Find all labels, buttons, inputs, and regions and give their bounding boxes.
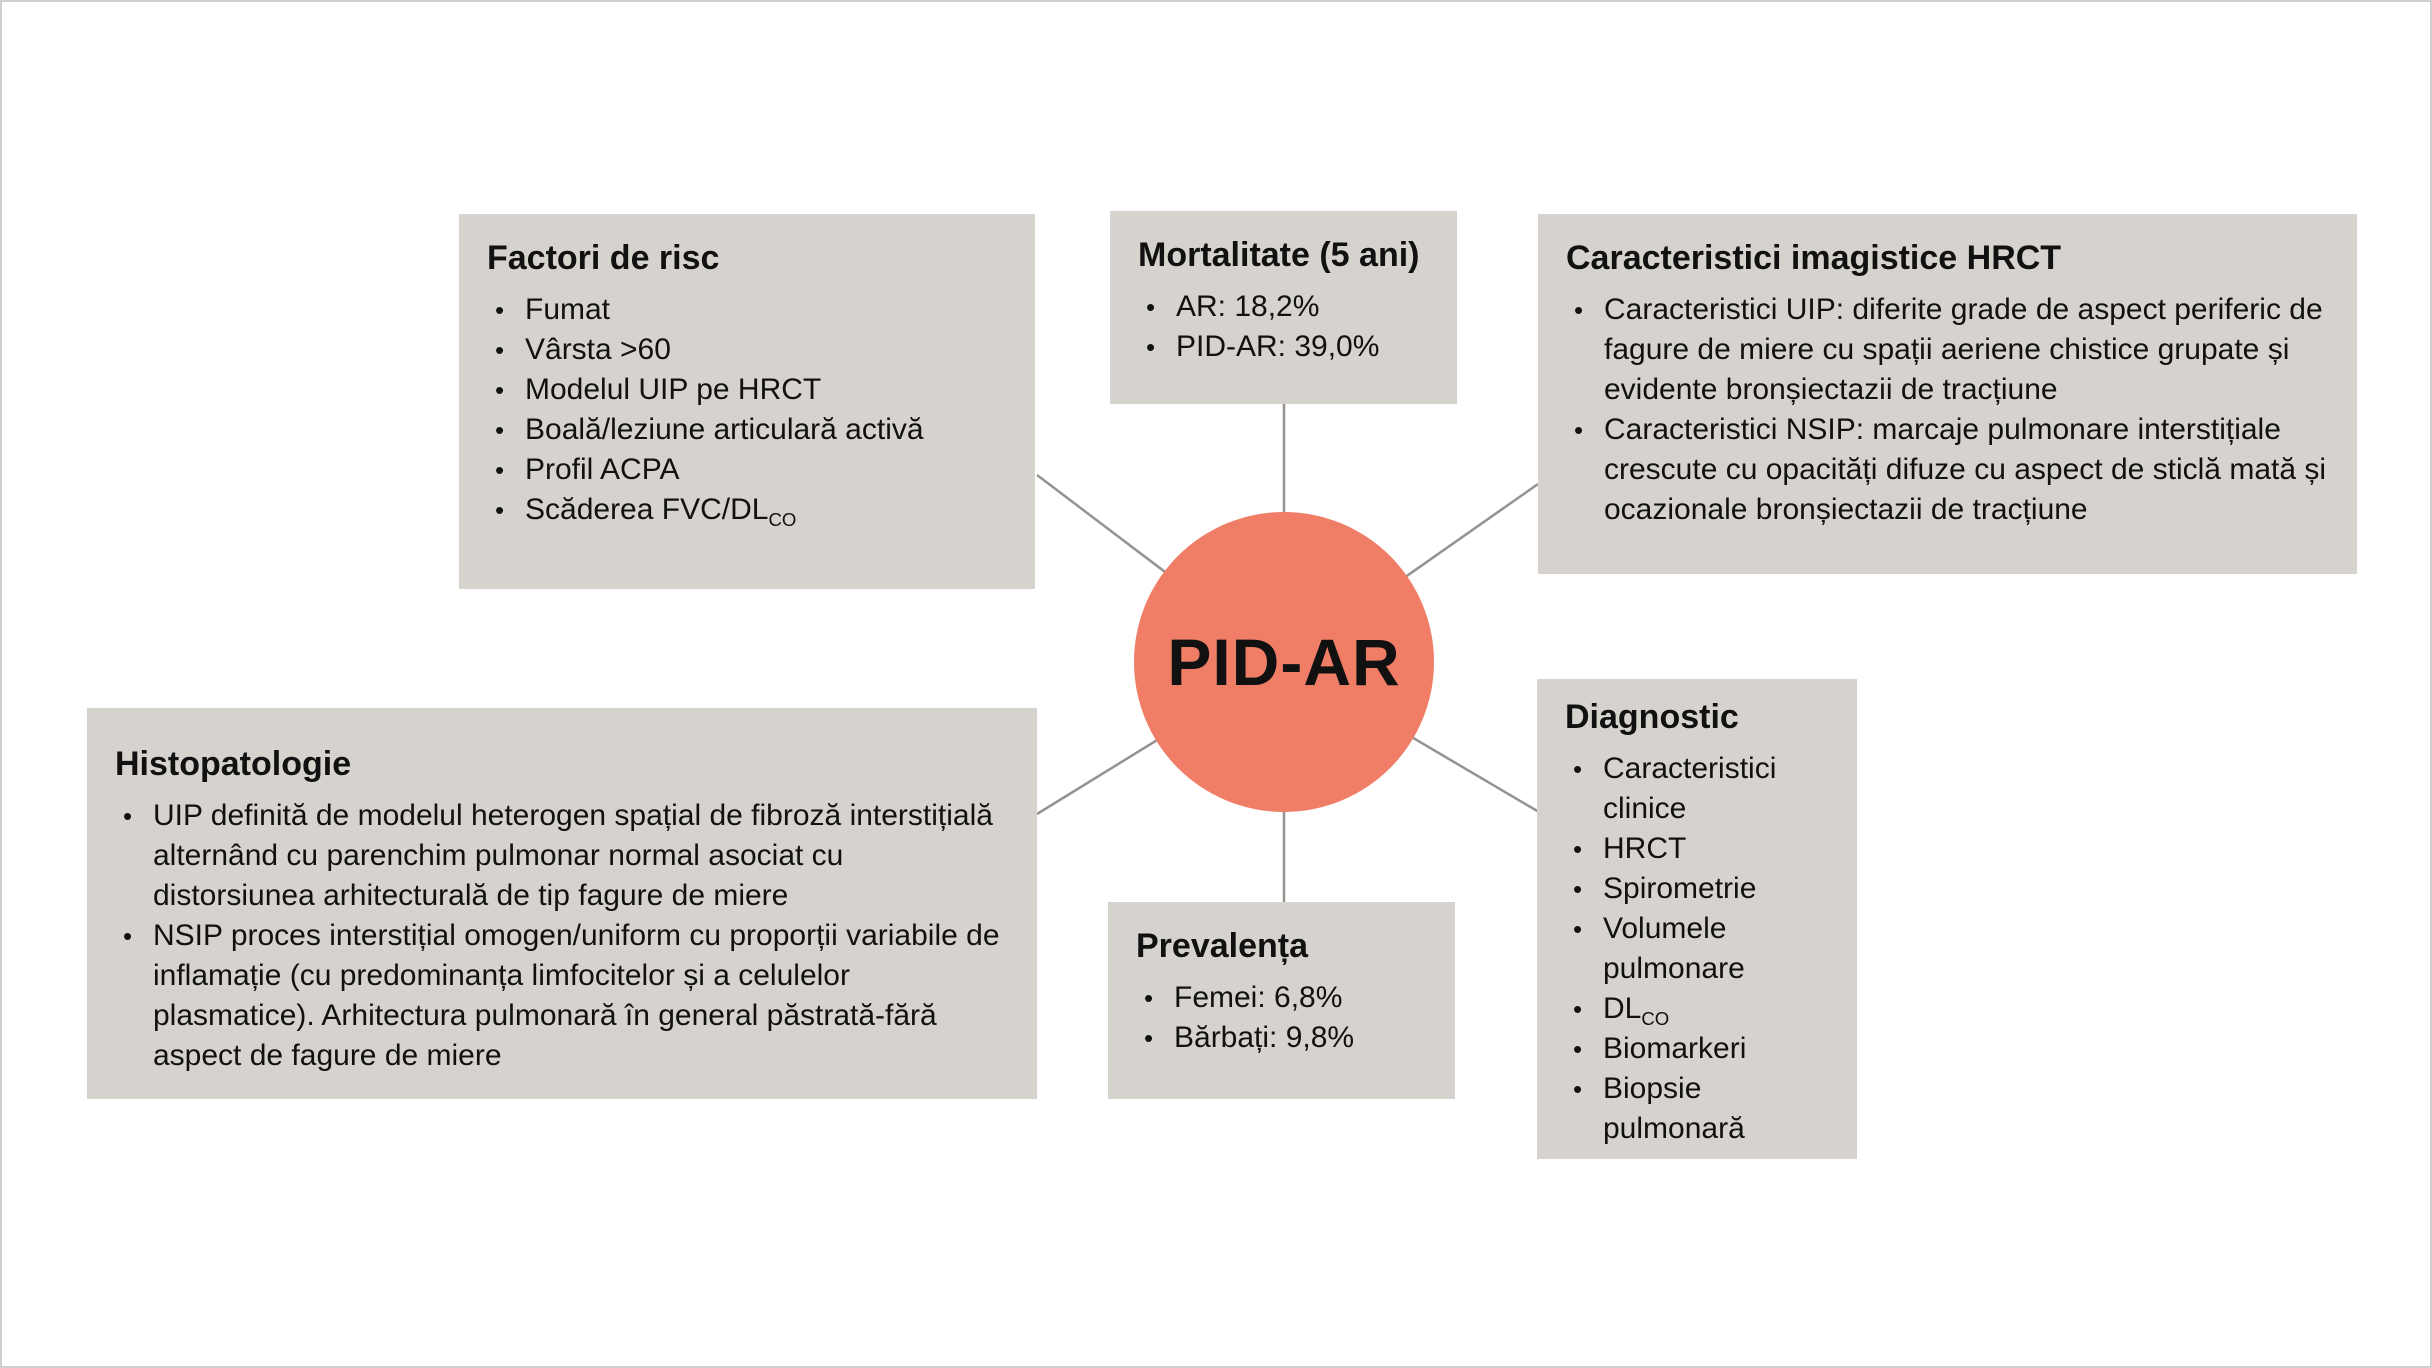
bullet-list: Caracteristici UIP: diferite grade de as… bbox=[1566, 290, 2329, 530]
node-title: Factori de risc bbox=[487, 239, 720, 277]
bullet-list: UIP definită de modelul heterogen spația… bbox=[115, 796, 1009, 1076]
bullet-item: Spirometrie bbox=[1565, 869, 1829, 909]
bullet-item: Profil ACPA bbox=[487, 450, 1007, 490]
bullet-item: AR: 18,2% bbox=[1138, 287, 1429, 327]
bullet-item: Vârsta >60 bbox=[487, 330, 1007, 370]
node-title: Caracteristici imagistice HRCT bbox=[1566, 239, 2062, 277]
bullet-list: Caracteristici clinice HRCT Spirometrie … bbox=[1565, 749, 1829, 1149]
bullet-item: Boală/leziune articulară activă bbox=[487, 410, 1007, 450]
bullet-item: PID-AR: 39,0% bbox=[1138, 327, 1429, 367]
node-mortalitate: Mortalitate (5 ani) AR: 18,2% PID-AR: 39… bbox=[1110, 211, 1457, 404]
bullet-text: Scăderea FVC/DL bbox=[525, 493, 769, 526]
bullet-item: Caracteristici UIP: diferite grade de as… bbox=[1566, 290, 2329, 410]
bullet-text: DL bbox=[1603, 992, 1642, 1025]
bullet-item: UIP definită de modelul heterogen spația… bbox=[115, 796, 1009, 916]
central-node-label: PID-AR bbox=[1167, 625, 1401, 699]
node-title: Prevalența bbox=[1136, 927, 1308, 965]
bullet-item: Femei: 6,8% bbox=[1136, 978, 1427, 1018]
bullet-item: Caracteristici clinice bbox=[1565, 749, 1829, 829]
bullet-item: Caracteristici NSIP: marcaje pulmonare i… bbox=[1566, 410, 2329, 530]
bullet-item: NSIP proces interstițial omogen/uniform … bbox=[115, 916, 1009, 1076]
node-caracteristici-imagistice-hrct: Caracteristici imagistice HRCT Caracteri… bbox=[1538, 214, 2357, 574]
bullet-item: DLCO bbox=[1565, 989, 1829, 1029]
bullet-item: Bărbați: 9,8% bbox=[1136, 1018, 1427, 1058]
bullet-list: Femei: 6,8% Bărbați: 9,8% bbox=[1136, 978, 1427, 1058]
bullet-item: Volumele pulmonare bbox=[1565, 909, 1829, 989]
subscript-text: CO bbox=[1641, 1008, 1670, 1029]
node-diagnostic: Diagnostic Caracteristici clinice HRCT S… bbox=[1537, 679, 1857, 1159]
bullet-list: AR: 18,2% PID-AR: 39,0% bbox=[1138, 287, 1429, 367]
node-title: Diagnostic bbox=[1565, 698, 1739, 736]
bullet-item: Fumat bbox=[487, 290, 1007, 330]
node-title: Mortalitate (5 ani) bbox=[1138, 236, 1420, 274]
bullet-list: Fumat Vârsta >60 Modelul UIP pe HRCT Boa… bbox=[487, 290, 1007, 530]
node-title: Histopatologie bbox=[115, 745, 352, 783]
bullet-item: Modelul UIP pe HRCT bbox=[487, 370, 1007, 410]
central-node-pid-ar: PID-AR bbox=[1134, 512, 1434, 812]
node-histopatologie: Histopatologie UIP definită de modelul h… bbox=[87, 708, 1037, 1099]
bullet-item: Biomarkeri bbox=[1565, 1029, 1829, 1069]
subscript-text: CO bbox=[768, 509, 797, 530]
node-factori-de-risc: Factori de risc Fumat Vârsta >60 Modelul… bbox=[459, 214, 1035, 589]
bullet-item: Scăderea FVC/DLCO bbox=[487, 490, 1007, 530]
bullet-item: HRCT bbox=[1565, 829, 1829, 869]
bullet-item: Biopsie pulmonară bbox=[1565, 1069, 1829, 1149]
node-prevalenta: Prevalența Femei: 6,8% Bărbați: 9,8% bbox=[1108, 902, 1455, 1099]
